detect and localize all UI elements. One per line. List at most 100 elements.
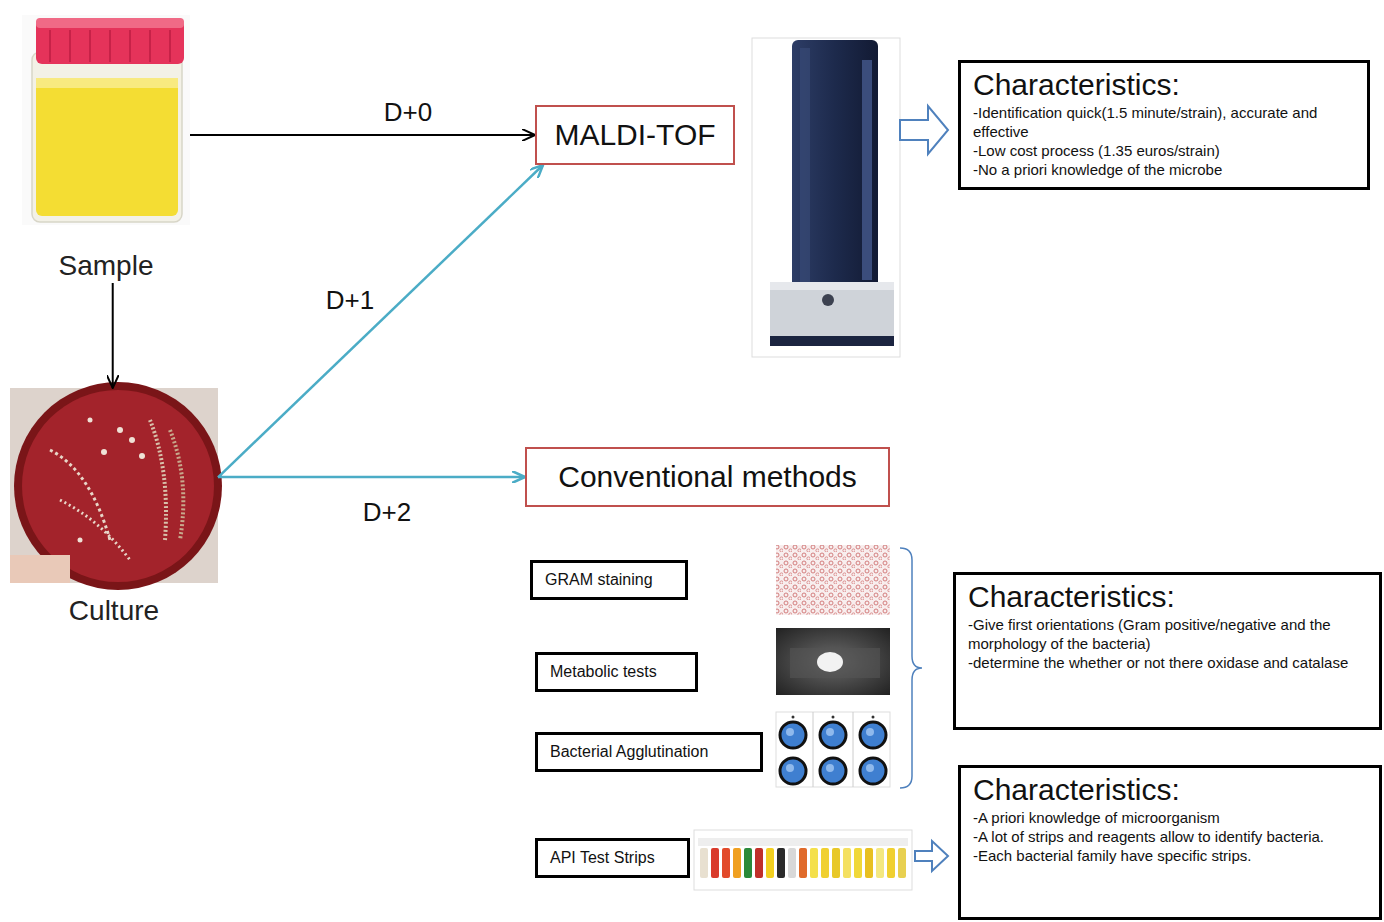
node-label: GRAM staining <box>545 570 653 590</box>
box-heading: Characteristics: <box>968 579 1367 615</box>
sample-container-part <box>36 78 178 216</box>
maldi-instrument-part <box>862 60 872 280</box>
maldi-instrument-part <box>792 40 878 302</box>
sample-container-part <box>149 30 151 62</box>
edge-label: D+0 <box>382 99 434 125</box>
culture-plate-part <box>60 500 130 560</box>
gram-stain-image-part <box>776 545 890 615</box>
node-label: Culture <box>69 594 159 628</box>
bracket <box>900 548 922 788</box>
culture-plate-part <box>101 449 107 455</box>
agglutination-card-image-part <box>866 764 874 772</box>
api-strip-image-part <box>887 848 895 878</box>
method-box: GRAM staining <box>530 560 688 600</box>
arrow-connector <box>112 283 114 388</box>
sample-container-part <box>36 18 184 64</box>
node-label: Bacterial Agglutination <box>550 742 708 762</box>
edge-label: D+1 <box>324 287 376 313</box>
sample-container-part <box>36 18 184 28</box>
sample-container-part <box>69 30 71 62</box>
block-arrow <box>915 841 948 871</box>
sample-container-part <box>169 30 171 62</box>
culture-plate-part <box>22 390 214 582</box>
agglutination-card-image-part <box>826 728 834 736</box>
sample-container-part <box>109 30 111 62</box>
arrow-connector <box>190 134 535 136</box>
box-heading: Characteristics: <box>973 772 1367 808</box>
method-box: Bacterial Agglutination <box>535 732 763 772</box>
node-label: Sample <box>59 249 154 283</box>
api-strip-image-part <box>698 838 908 846</box>
api-strip-image-part <box>821 848 829 878</box>
gram-stain-image-part <box>776 545 890 615</box>
api-strip-image-part <box>744 848 752 878</box>
agglutination-card-image-part <box>860 722 886 748</box>
api-strip-image-part <box>722 848 730 878</box>
bullet-text: -determine the whether or not there oxid… <box>968 653 1367 672</box>
agglutination-card-image-part <box>853 712 854 787</box>
api-strip-image-part <box>799 848 807 878</box>
sample-container-part <box>129 30 131 62</box>
bullet-text: -No a priori knowledge of the microbe <box>973 160 1355 179</box>
api-strip-image-part <box>766 848 774 878</box>
agglutination-card-image-part <box>792 716 795 719</box>
agglutination-card-image-part <box>780 722 806 748</box>
culture-plate-part <box>10 555 70 583</box>
culture-plate-part <box>139 453 145 459</box>
agglutination-card-image-part <box>786 764 794 772</box>
maldi-instrument-part <box>800 48 810 288</box>
api-strip-image-part <box>694 830 912 890</box>
bullet-text: -Identification quick(1.5 minute/strain)… <box>973 103 1355 141</box>
api-strip-image-part <box>854 848 862 878</box>
api-strip-image-part <box>777 848 785 878</box>
node-label: API Test Strips <box>550 848 655 868</box>
bullet-text: -A lot of strips and reagents allow to i… <box>973 827 1367 846</box>
maldi-instrument-part <box>822 294 834 306</box>
sample-container-part <box>36 78 178 88</box>
culture-node: Culture <box>10 388 218 628</box>
agglutination-card-image-part <box>776 712 890 787</box>
maldi-instrument <box>752 38 900 357</box>
maldi-instrument-part <box>752 38 900 357</box>
sample-container-part <box>32 52 182 222</box>
metabolic-test-image-part <box>776 628 890 695</box>
method-box: Metabolic tests <box>535 652 698 692</box>
agglutination-card-image-part <box>813 712 814 787</box>
api-strip-image-part <box>788 848 796 878</box>
sample-container-part <box>89 30 91 62</box>
bullet-text: -Each bacterial family have specific str… <box>973 846 1367 865</box>
agglutination-card-image-part <box>820 758 846 784</box>
api-strip-image-part <box>733 848 741 878</box>
agglutination-card-image-part <box>872 716 875 719</box>
sample-node: Sample <box>22 15 190 283</box>
metabolic-test-image <box>776 628 890 695</box>
node-label: Conventional methods <box>558 459 857 495</box>
arrow-connector <box>218 476 525 479</box>
sample-container-part <box>22 15 190 225</box>
arrow-connector <box>218 165 543 477</box>
sample-container <box>22 15 190 225</box>
agglutination-card-image-part <box>826 764 834 772</box>
culture-plate <box>10 382 222 590</box>
api-strip-image-part <box>810 848 818 878</box>
metabolic-test-image-part <box>817 652 843 672</box>
api-strip-image-part <box>876 848 884 878</box>
api-strip-image-part <box>843 848 851 878</box>
sample-container-part <box>49 30 51 62</box>
agglutination-card-image <box>776 712 890 787</box>
agglutination-card-image-part <box>786 728 794 736</box>
metabolic-test-image-part <box>790 648 880 678</box>
agglutination-card-image-part <box>780 758 806 784</box>
characteristics-box: Characteristics:-Identification quick(1.… <box>958 60 1370 190</box>
maldi-instrument-part <box>770 336 894 346</box>
culture-plate-part <box>78 538 83 543</box>
method-box: API Test Strips <box>535 838 690 878</box>
culture-plate-part <box>129 437 135 443</box>
process-box: MALDI-TOF <box>535 105 735 165</box>
culture-plate-part <box>117 427 123 433</box>
block-arrow <box>900 106 948 154</box>
bullet-text: -Give first orientations (Gram positive/… <box>968 615 1367 653</box>
api-strip-image-part <box>865 848 873 878</box>
maldi-instrument-part <box>770 282 894 342</box>
